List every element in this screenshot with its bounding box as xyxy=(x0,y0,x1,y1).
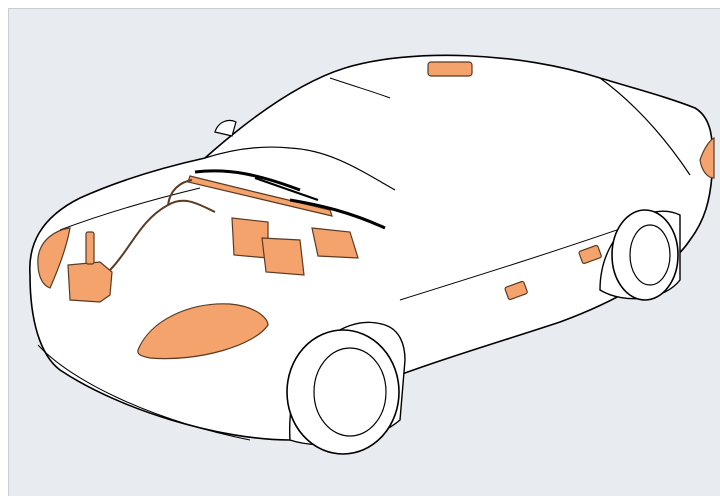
wiper-control-unit xyxy=(262,238,304,275)
roof-light xyxy=(428,62,472,76)
washer-reservoir xyxy=(68,262,112,302)
front-rim xyxy=(314,348,386,436)
rear-rim xyxy=(630,225,670,285)
side-mirror xyxy=(215,120,236,136)
washer-filler-neck xyxy=(86,232,94,264)
